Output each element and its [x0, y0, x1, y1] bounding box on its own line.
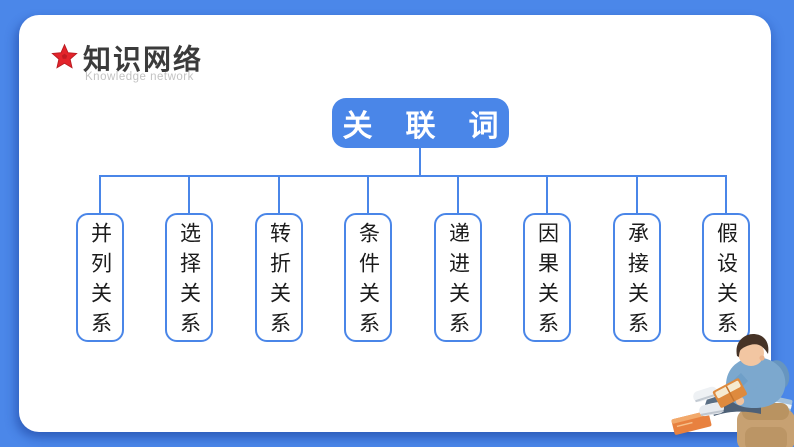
node-label: 假设关系 — [714, 222, 738, 342]
node-label: 因果关系 — [535, 222, 559, 342]
node-succession: 承接关系 — [613, 213, 661, 342]
connector-root-stem — [419, 147, 421, 177]
connector-drop-3 — [278, 176, 280, 214]
connector-drop-4 — [367, 176, 369, 214]
node-transition: 转折关系 — [255, 213, 303, 342]
connector-drop-1 — [99, 176, 101, 214]
node-label: 递进关系 — [446, 222, 470, 342]
connector-drop-2 — [188, 176, 190, 214]
page-subtitle: Knowledge network — [85, 71, 194, 83]
connector-drop-5 — [457, 176, 459, 214]
page-title: 知识网络 — [83, 44, 204, 75]
root-node: 关联词 — [332, 98, 509, 148]
node-parallel: 并列关系 — [76, 213, 124, 342]
node-hypothetical: 假设关系 — [702, 213, 750, 342]
node-label: 转折关系 — [267, 222, 291, 342]
node-choice: 选择关系 — [165, 213, 213, 342]
connector-drop-7 — [636, 176, 638, 214]
star-icon — [51, 43, 78, 69]
node-causal: 因果关系 — [523, 213, 571, 342]
node-label: 选择关系 — [177, 222, 201, 342]
node-label: 承接关系 — [625, 222, 649, 342]
node-condition: 条件关系 — [344, 213, 392, 342]
boy-reading-illustration — [671, 334, 794, 447]
root-node-label: 关联词 — [342, 110, 532, 143]
node-label: 条件关系 — [356, 222, 380, 342]
connector-drop-6 — [546, 176, 548, 214]
connector-drop-8 — [725, 176, 727, 214]
node-progressive: 递进关系 — [434, 213, 482, 342]
connector-horizontal — [99, 175, 727, 177]
node-label: 并列关系 — [88, 222, 112, 342]
content-card: 知识网络 Knowledge network 关联词 并列关系 选择关系 转折关… — [19, 15, 794, 447]
